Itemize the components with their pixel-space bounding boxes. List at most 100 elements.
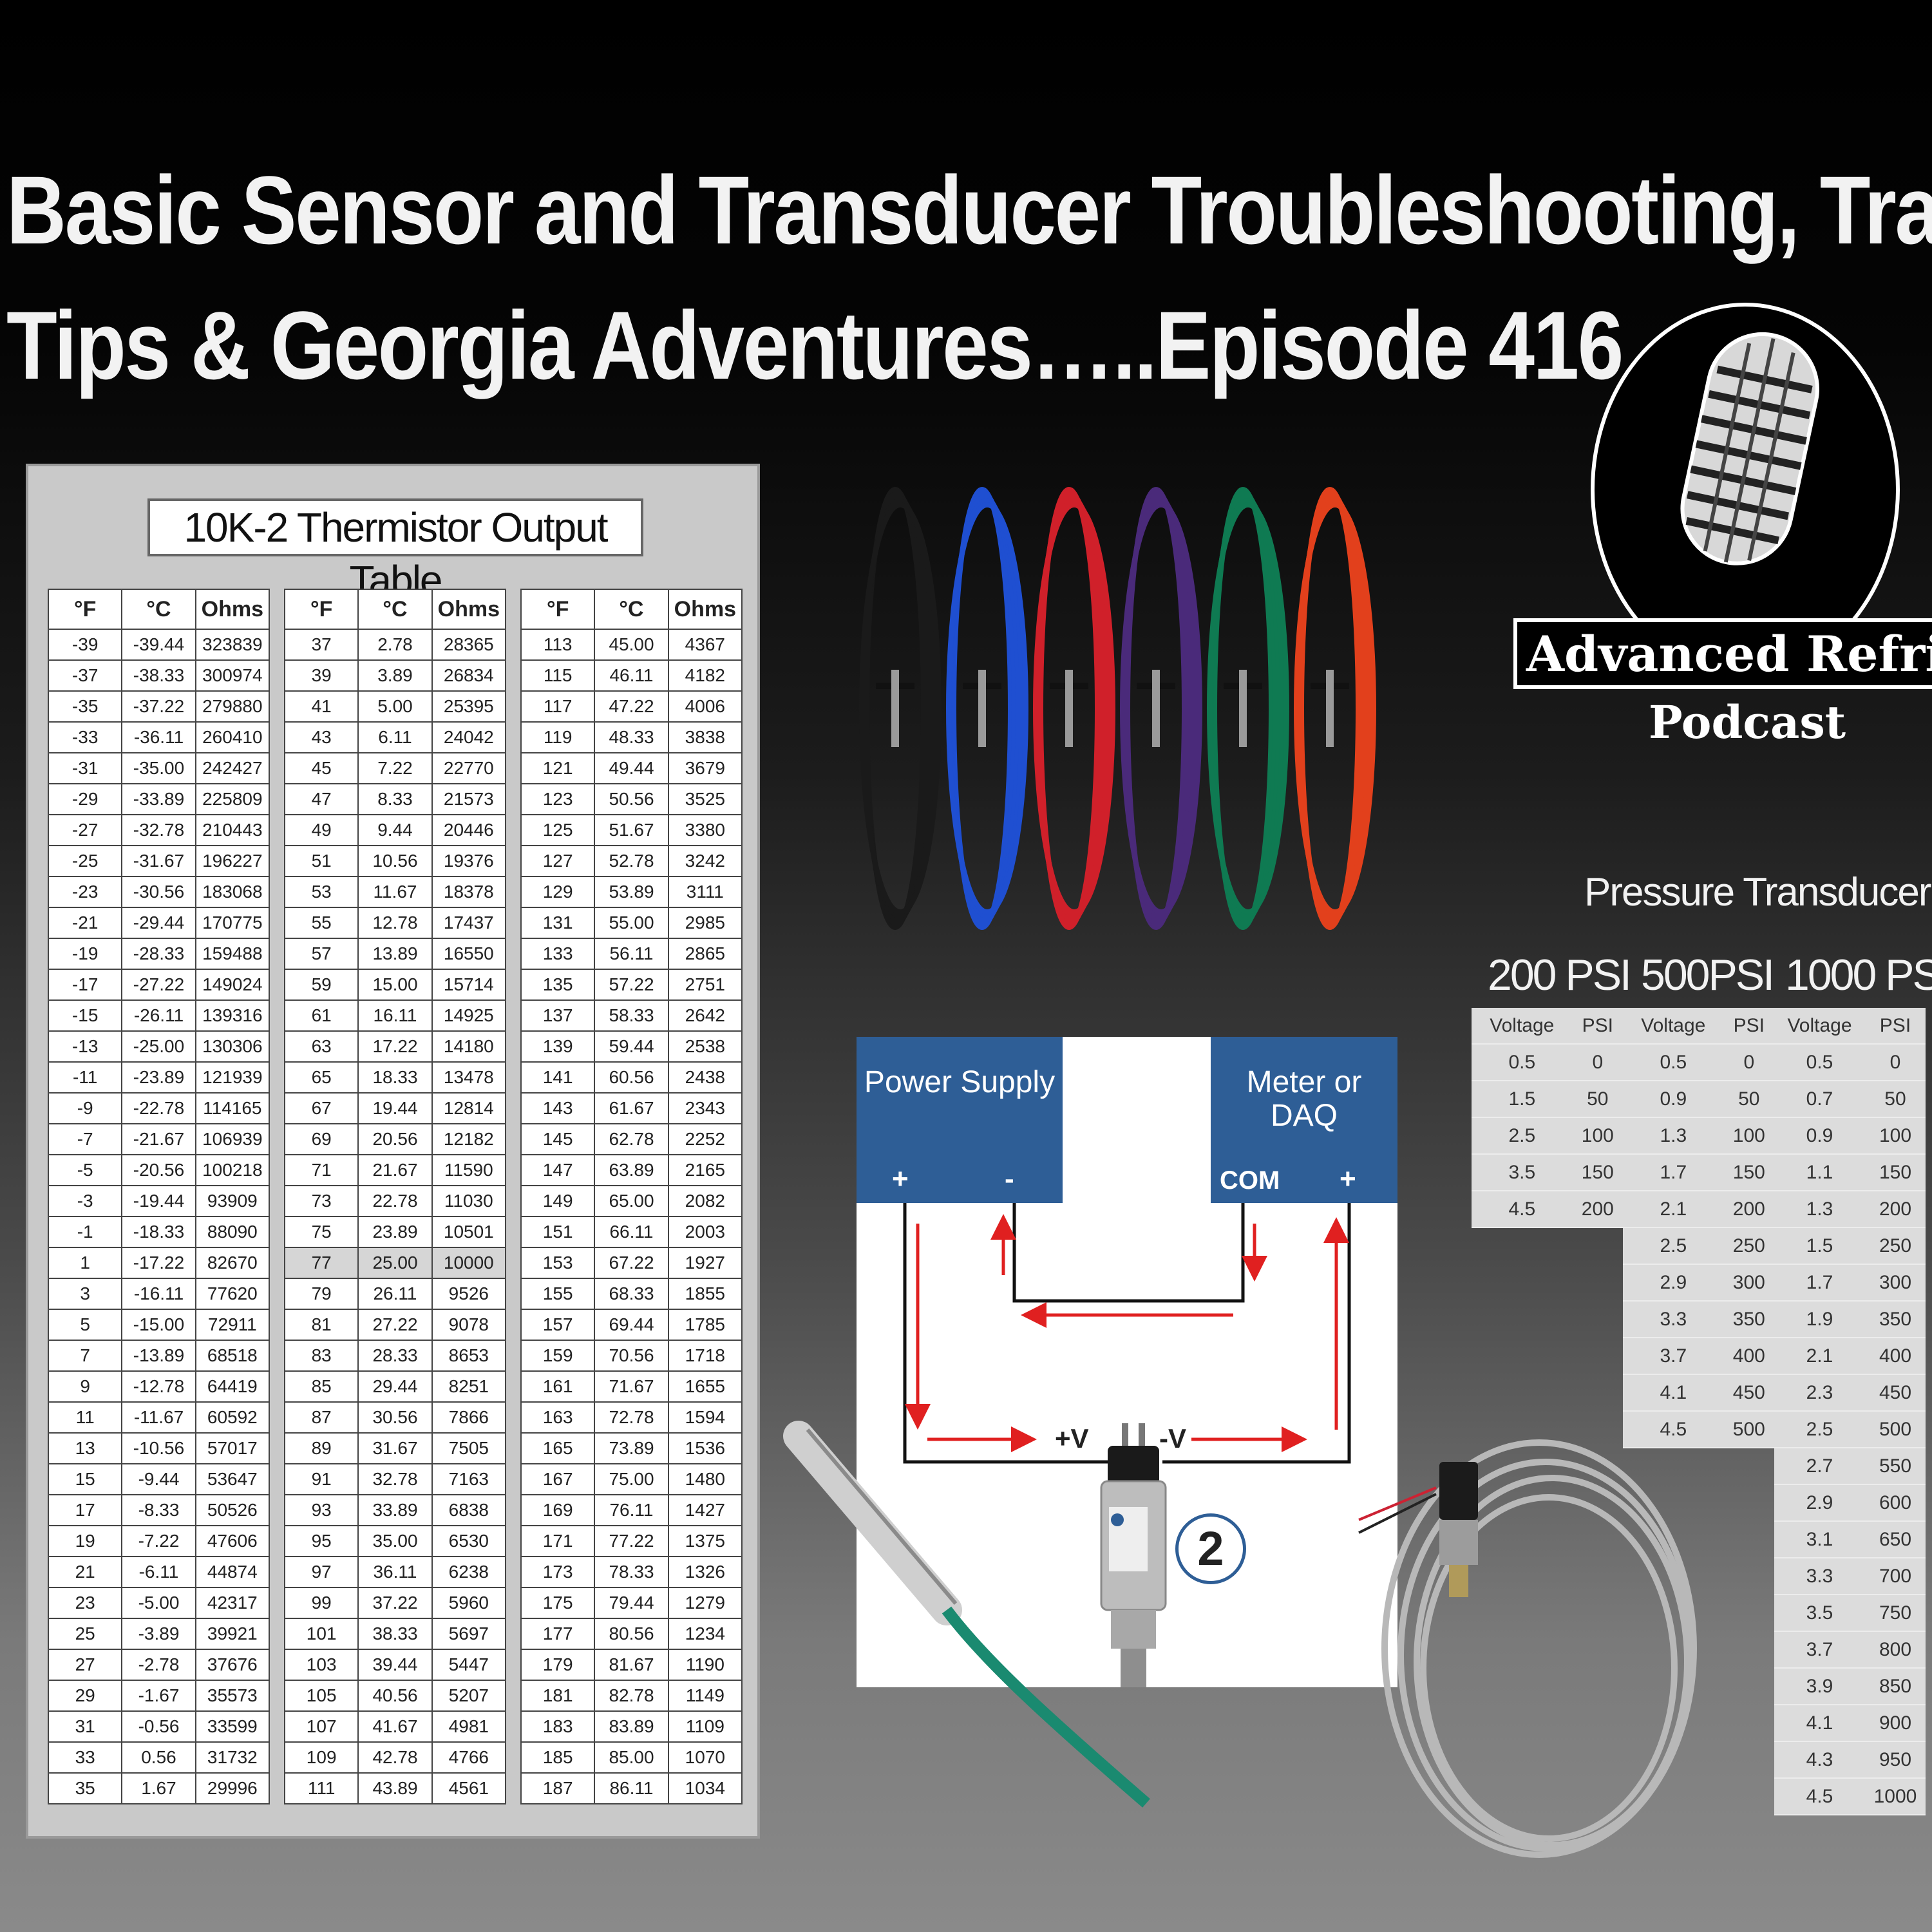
- table-cell: 2252: [667, 1123, 743, 1155]
- table-cell: -9: [47, 1092, 123, 1124]
- table-cell: -37.22: [121, 690, 196, 723]
- table-cell: 6238: [431, 1556, 507, 1588]
- table-cell: 66.11: [594, 1216, 669, 1248]
- cable-loop: [859, 502, 942, 914]
- table-cell: 105: [283, 1680, 359, 1712]
- table-cell: 1.7: [1623, 1154, 1724, 1191]
- table-cell: 43: [283, 721, 359, 753]
- table-cell: 83.89: [594, 1710, 669, 1743]
- episode-title-line-2: Tips & Georgia Adventures…..Episode 416: [6, 291, 1624, 399]
- table-cell: 3.89: [357, 659, 433, 692]
- table-cell: 106939: [194, 1123, 270, 1155]
- table-cell: 2.1: [1774, 1338, 1865, 1375]
- table-cell: -6.11: [121, 1556, 196, 1588]
- table-cell: 0.5: [1623, 1044, 1724, 1081]
- table-cell: 63.89: [594, 1154, 669, 1186]
- table-cell: 450: [1864, 1374, 1926, 1412]
- table-cell: 109: [283, 1741, 359, 1774]
- table-cell: 38.33: [357, 1618, 433, 1650]
- table-cell: 225809: [194, 783, 270, 815]
- table-cell: -22.78: [121, 1092, 196, 1124]
- table-cell: 130306: [194, 1030, 270, 1063]
- table-cell: 145: [520, 1123, 596, 1155]
- temperature-probe-image: [783, 1421, 1150, 1808]
- table-cell: 1.3: [1623, 1117, 1724, 1155]
- table-cell: 1234: [667, 1618, 743, 1650]
- table-cell: 16.11: [357, 999, 433, 1032]
- table-cell: 155: [520, 1278, 596, 1310]
- table-cell: 183068: [194, 876, 270, 908]
- table-cell: 53: [283, 876, 359, 908]
- table-cell: -39: [47, 629, 123, 661]
- column-header: Ohms: [667, 589, 743, 630]
- pressure-transducer-title: Pressure Transducer: [1584, 870, 1931, 914]
- table-cell: 100: [1572, 1117, 1623, 1155]
- table-cell: 9078: [431, 1309, 507, 1341]
- table-cell: 88090: [194, 1216, 270, 1248]
- table-cell: 12814: [431, 1092, 507, 1124]
- table-cell: 181: [520, 1680, 596, 1712]
- table-cell: 60.56: [594, 1061, 669, 1094]
- table-cell: 0.7: [1774, 1081, 1865, 1118]
- table-cell: -26.11: [121, 999, 196, 1032]
- cable-loop: [1033, 502, 1115, 914]
- sensor-probe-tip: [1065, 670, 1073, 747]
- table-cell: 147: [520, 1154, 596, 1186]
- transducer-plus-v-label: +V: [1055, 1423, 1089, 1454]
- table-cell: 49.44: [594, 752, 669, 784]
- table-cell: 28365: [431, 629, 507, 661]
- table-cell: 10000: [431, 1247, 507, 1279]
- table-cell: 4.1: [1774, 1705, 1865, 1742]
- table-cell: -5: [47, 1154, 123, 1186]
- table-cell: 1655: [667, 1370, 743, 1403]
- table-cell: 11030: [431, 1185, 507, 1217]
- table-cell: 10.56: [357, 845, 433, 877]
- column-header: Ohms: [431, 589, 507, 630]
- table-cell: 2751: [667, 969, 743, 1001]
- table-cell: -29: [47, 783, 123, 815]
- table-cell: 149: [520, 1185, 596, 1217]
- table-cell: -29.44: [121, 907, 196, 939]
- table-cell: 2082: [667, 1185, 743, 1217]
- table-cell: 49: [283, 814, 359, 846]
- table-cell: 1.5: [1774, 1227, 1865, 1265]
- table-cell: 3838: [667, 721, 743, 753]
- table-cell: 1.1: [1774, 1154, 1865, 1191]
- table-cell: 24042: [431, 721, 507, 753]
- table-cell: 4981: [431, 1710, 507, 1743]
- table-cell: 2985: [667, 907, 743, 939]
- table-cell: -28.33: [121, 938, 196, 970]
- table-cell: 1109: [667, 1710, 743, 1743]
- table-cell: 161: [520, 1370, 596, 1403]
- table-cell: 0: [1723, 1044, 1774, 1081]
- table-cell: 21.67: [357, 1154, 433, 1186]
- thermistor-table-title: 10K-2 Thermistor Output Table: [147, 498, 643, 603]
- sensor-cable-bundles: [859, 487, 1376, 930]
- table-cell: 21: [47, 1556, 123, 1588]
- table-cell: 22770: [431, 752, 507, 784]
- table-cell: 3.9: [1774, 1668, 1865, 1705]
